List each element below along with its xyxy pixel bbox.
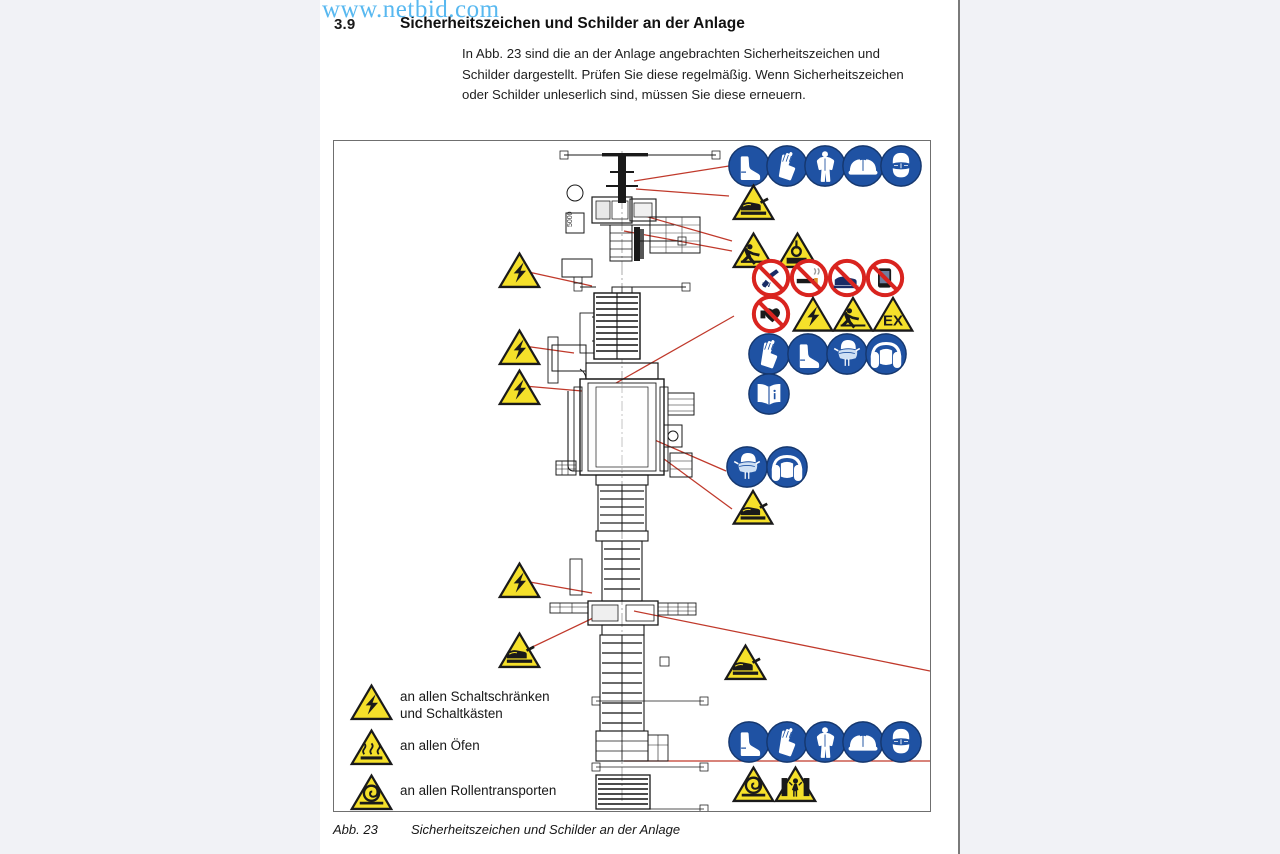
group-lower-mid — [723, 642, 768, 681]
safety-boots-sign[interactable] — [728, 721, 770, 763]
hand-crush-warning-sign[interactable] — [731, 488, 775, 526]
electrical-hazard-sign[interactable] — [497, 328, 542, 366]
ear-protection-sign[interactable] — [865, 333, 907, 375]
group-mixed-row — [752, 294, 915, 333]
protective-clothing-sign[interactable] — [804, 721, 846, 763]
leader-lines — [523, 165, 930, 762]
crushing-warning-sign[interactable] — [773, 764, 818, 803]
no-smoking-sign[interactable] — [790, 259, 827, 296]
safety-boots-sign[interactable] — [787, 333, 829, 375]
group-top-ppe — [728, 145, 922, 187]
figure-caption: Abb. 23 Sicherheitszeichen und Schilder a… — [333, 822, 680, 837]
group-prohibition-row — [752, 259, 903, 296]
body-paragraph: In Abb. 23 sind die an der Anlage angebr… — [462, 46, 904, 103]
safety-gloves-sign[interactable] — [748, 333, 790, 375]
no-pacemaker-sign[interactable] — [752, 295, 789, 332]
safety-helmet-sign[interactable] — [842, 145, 884, 187]
electrical-hazard-sign[interactable] — [497, 561, 542, 599]
legend-item-2: an allen Rollentransporten — [400, 782, 556, 799]
document-page: 3.9 Sicherheitszeichen und Schilder an d… — [320, 0, 960, 854]
ear-protection-sign[interactable] — [766, 446, 808, 488]
safety-gloves-sign[interactable] — [766, 721, 808, 763]
legend-item-0-line2: und Schaltkästen — [400, 706, 503, 721]
group-left-electrical — [497, 251, 542, 406]
figure-caption-text: Sicherheitszeichen und Schilder an der A… — [411, 822, 681, 837]
hand-crush-warning-sign[interactable] — [723, 642, 768, 681]
no-reaching-in-sign[interactable] — [828, 259, 865, 296]
roller-entanglement-warning-sign[interactable] — [730, 764, 777, 804]
legend-item-1-line1: an allen Öfen — [400, 738, 480, 753]
group-mid-right — [726, 446, 808, 526]
eye-protection-sign[interactable] — [880, 145, 922, 187]
electrical-hazard-sign[interactable] — [349, 683, 394, 721]
figure-caption-number: Abb. 23 — [333, 822, 378, 837]
page-title: Sicherheitszeichen und Schilder an der A… — [400, 15, 745, 32]
protective-clothing-sign[interactable] — [804, 145, 846, 187]
group-mandatory-row — [748, 333, 907, 375]
eye-protection-sign[interactable] — [880, 721, 922, 763]
figure-container: EX UV — [333, 140, 931, 812]
group-bottom-ppe — [728, 721, 922, 763]
legend-item-1: an allen Öfen — [400, 737, 480, 754]
safety-helmet-sign[interactable] — [842, 721, 884, 763]
group-bottom-warnings — [730, 764, 818, 804]
figure-drawing: EX UV — [348, 145, 930, 811]
slip-hazard-sign[interactable] — [830, 294, 876, 333]
read-manual-sign[interactable] — [748, 373, 790, 415]
group-manual — [748, 373, 790, 415]
hand-crush-warning-sign[interactable] — [731, 182, 776, 221]
safety-boots-sign[interactable] — [728, 145, 770, 187]
group-hand-crush-top — [731, 182, 776, 221]
no-uv-light-sign[interactable] — [752, 259, 789, 296]
face-mask-sign[interactable] — [726, 446, 768, 488]
face-mask-sign[interactable] — [826, 333, 868, 375]
legend-item-0-line1: an allen Schaltschränken — [400, 689, 550, 704]
legend-item-0: an allen Schaltschränken und Schaltkäste… — [400, 688, 550, 722]
electrical-hazard-sign[interactable] — [497, 251, 542, 289]
legend-item-2-line1: an allen Rollentransporten — [400, 783, 557, 798]
svg-text:5000: 5000 — [567, 211, 574, 227]
figure-legend — [348, 683, 395, 811]
safety-gloves-sign[interactable] — [766, 145, 808, 187]
section-number: 3.9 — [334, 16, 356, 33]
no-mobile-phone-sign[interactable] — [866, 259, 903, 296]
group-lower-left — [497, 561, 542, 669]
hand-crush-warning-sign[interactable] — [497, 630, 542, 669]
electrical-hazard-sign[interactable] — [791, 295, 835, 332]
explosive-atmosphere-sign[interactable] — [871, 295, 915, 332]
machine-drawing: 5000 — [547, 150, 721, 811]
roller-entanglement-warning-sign[interactable] — [348, 772, 395, 811]
hot-surface-warning-sign[interactable] — [348, 727, 395, 766]
